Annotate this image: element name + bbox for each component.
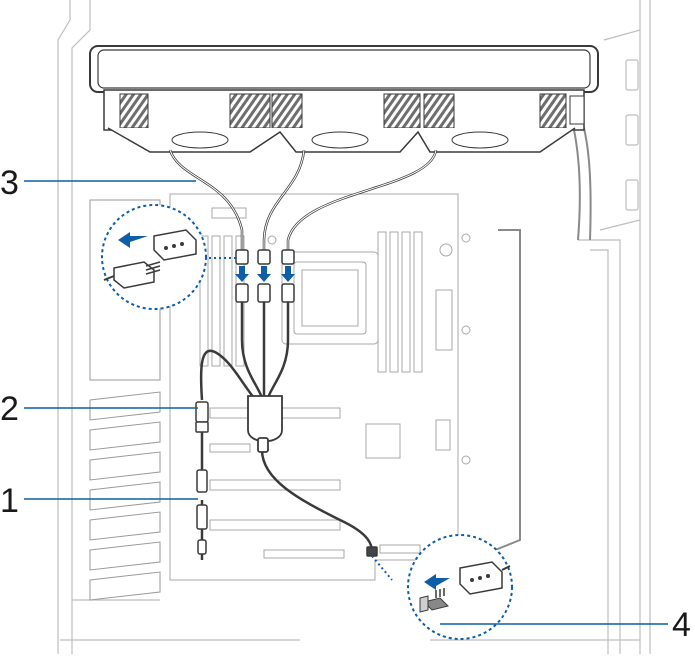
detail-circle-fan-connector (101, 204, 207, 310)
pc-case (57, 0, 651, 654)
extension-connectors (195, 401, 378, 557)
splitter-cables (199, 302, 374, 560)
fan-plugs-top (235, 249, 295, 265)
callout-leaders (24, 180, 668, 625)
fan-cables-inner (169, 149, 437, 252)
fan-cables (168, 149, 438, 252)
detail-circle-header (407, 534, 513, 640)
motherboard (169, 193, 471, 581)
splitter-plugs (235, 283, 295, 303)
callout-number-4: 4 (672, 606, 691, 644)
radiator-fan-assembly (89, 45, 599, 153)
splitter-hub (247, 395, 283, 453)
detail-leaders (204, 257, 393, 581)
radiator-tubes (469, 99, 592, 580)
connect-arrows (235, 266, 295, 282)
callout-number-2: 2 (0, 390, 19, 428)
callout-number-3: 3 (0, 164, 19, 202)
callout-number-1: 1 (0, 482, 19, 520)
